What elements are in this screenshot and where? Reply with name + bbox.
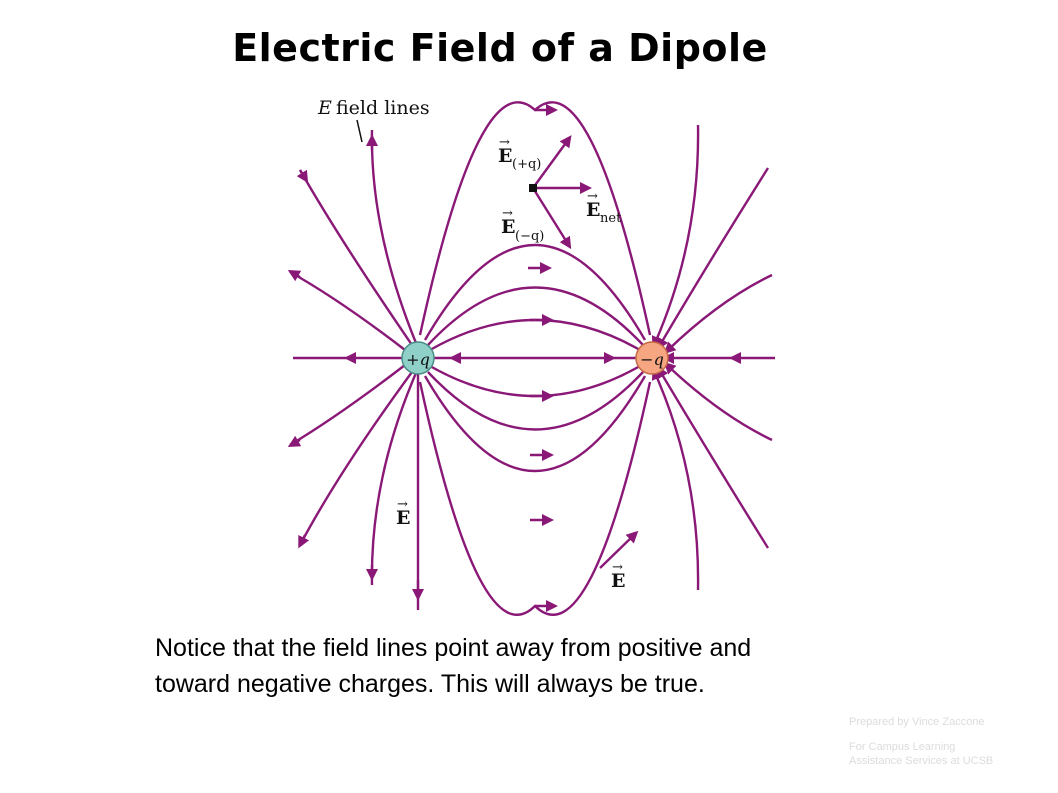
positive-charge: +q	[401, 341, 435, 375]
field-vectors	[356, 119, 639, 569]
e-right-arrow: →	[612, 560, 623, 575]
e-net-sub: net	[600, 211, 622, 226]
e-net-letter: E	[586, 199, 600, 221]
e-neg-arrow: →	[502, 206, 513, 221]
e-net-arrow: →	[587, 189, 598, 204]
positive-charge-label: +q	[406, 350, 430, 369]
credit-org-line-1: For Campus Learning	[849, 741, 956, 753]
e-neg-sub: (−q)	[515, 229, 544, 244]
caption-line-2: toward negative charges. This will alway…	[155, 670, 705, 698]
negative-charge-label: −q	[640, 350, 664, 369]
field-lines-pointer	[356, 119, 363, 143]
e-pos-sub: (+q)	[512, 157, 541, 172]
field-lines	[287, 101, 775, 616]
field-lines-label: field lines	[336, 97, 430, 119]
caption: Notice that the field lines point away f…	[155, 630, 975, 702]
e-left-arrow: →	[397, 497, 408, 512]
e-neg-letter: E	[501, 216, 515, 238]
page-title: Electric Field of a Dipole	[232, 26, 768, 70]
e-pos-letter: E	[498, 145, 512, 167]
credit-author: Prepared by Vince Zaccone	[849, 716, 985, 728]
e-right-letter: E	[611, 570, 625, 592]
negative-charge: −q	[635, 341, 669, 375]
field-lines-e-letter: E	[317, 97, 332, 119]
credit-org-line-2: Assistance Services at UCSB	[849, 755, 994, 767]
credit-org: For Campus Learning Assistance Services …	[849, 740, 993, 768]
e-left-letter: E	[396, 507, 410, 529]
e-pos-arrow: →	[499, 135, 510, 150]
field-point	[529, 184, 537, 192]
caption-line-1: Notice that the field lines point away f…	[155, 634, 752, 662]
